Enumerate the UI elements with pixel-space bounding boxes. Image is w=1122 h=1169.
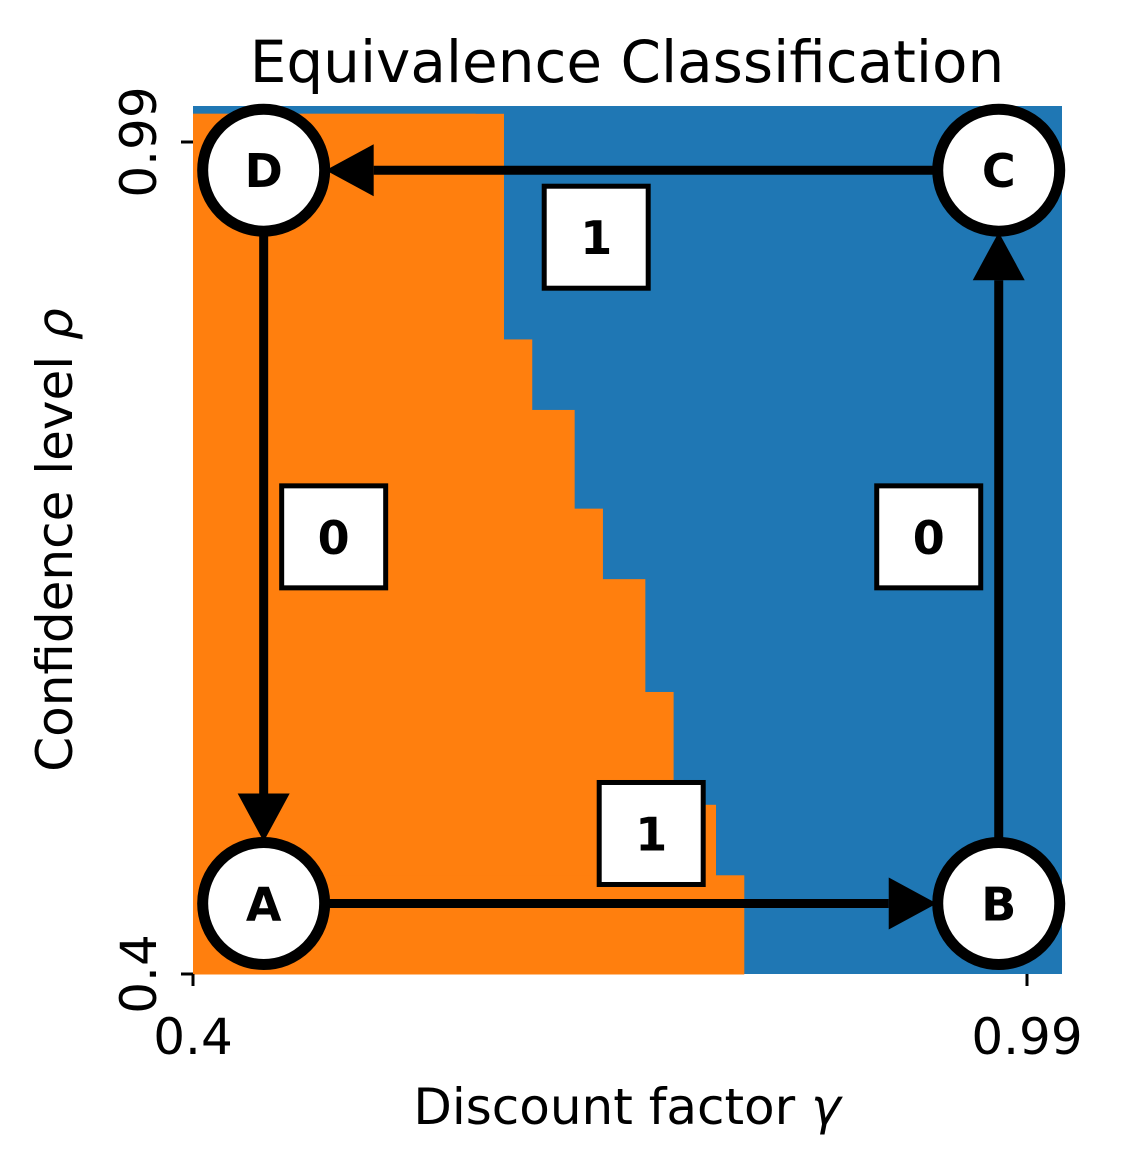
edge-label-box [874,483,984,591]
state-node [932,103,1066,237]
region-class-0-row [193,339,533,411]
x-tick-label: 0.99 [971,1008,1082,1066]
region-class-0-row [193,579,646,693]
edge-label-box [596,779,706,887]
edge-label: 1 [635,807,667,861]
axes-layer: 0.4 0.99 0.4 0.99 [110,86,1083,1066]
region-class-0-row [193,226,504,340]
y-tick-label: 0.4 [110,934,168,1014]
edge-label-box [279,483,389,591]
edge-label: 1 [580,211,612,265]
edge-label-box [541,183,651,291]
edge-label: 0 [318,511,350,565]
edge-label: 0 [913,511,945,565]
edge-arrowhead [888,877,937,930]
edge-arrowhead [237,793,290,842]
region-class-0-row [193,691,674,806]
region-class-0-row [193,508,603,580]
nodes-layer: A B C D [197,103,1066,970]
edges-layer: 1 0 1 0 [237,144,1025,930]
edge-arrowhead [972,232,1025,281]
state-node-label: B [981,877,1016,931]
state-node [197,103,331,237]
state-node-label: A [246,877,282,931]
y-axis-label: Confidence level ρ [26,308,84,772]
edge-arrowhead [325,144,374,197]
state-node [932,836,1066,970]
chart-title: Equivalence Classification [250,28,1005,96]
state-node-label: D [245,144,283,198]
y-tick-label: 0.99 [110,86,168,197]
state-node-label: C [982,144,1016,198]
state-node [197,836,331,970]
x-axis-label: Discount factor γ [413,1078,843,1136]
x-tick-label: 0.4 [153,1008,233,1066]
